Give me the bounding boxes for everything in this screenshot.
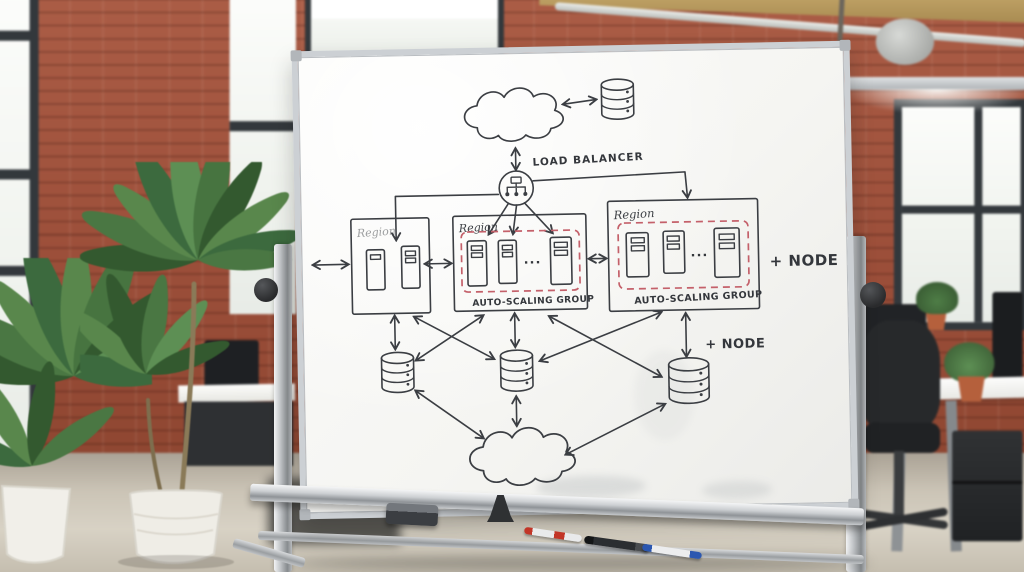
db-shard-1 [380,351,415,394]
window-right-mullion-v [974,107,983,323]
top-database [600,78,635,120]
window-far-left-bar3 [0,265,38,276]
region-1-label: Region [355,224,396,240]
storage-cloud [468,425,577,488]
window-left-strip-bar [229,121,296,132]
office-chair-post [893,450,904,522]
plant-left-pot [128,489,224,564]
server [365,248,386,291]
edge-region3-db3 [686,314,687,356]
pendant-light [845,76,1024,91]
plant-far-left-pot [0,484,72,564]
load-balancer-label: LOAD BALANCER [532,151,644,169]
office-chair-seat [863,422,941,453]
region-3-label: Region [612,206,655,222]
file-cabinet-drawer-line [952,480,1023,484]
server [713,227,741,279]
region-3: Region ··· AUTO-SCALIN [606,197,763,313]
load-balancer-icon [505,176,528,197]
autoscaling-label-3: AUTO-SCALING GROUP [634,289,763,307]
window-right-mullion-h [901,205,1021,214]
stand-knob-left[interactable] [254,278,278,302]
server [466,239,488,287]
whiteboard-eraser[interactable] [385,502,439,527]
monitor-right-side [992,292,1023,391]
autoscaling-label-2: AUTO-SCALING GROUP [472,295,594,309]
window-far-left-frame [29,0,39,465]
file-cabinet [952,430,1023,542]
internet-cloud [463,86,565,143]
pendant-light-glow [841,89,1024,116]
architecture-diagram: LOAD BALANCER Region [298,78,839,488]
load-balancer [498,170,535,206]
sill-plant-pot [925,310,947,331]
plant-far-left [0,258,152,564]
server [497,239,518,285]
server [549,236,573,286]
edge-region3-db2 [540,312,662,360]
db-shard-2 [499,349,534,392]
edge-lb-server1 [489,202,510,233]
stand-knob-right[interactable] [860,282,886,308]
duct-vent [875,18,935,65]
region-1: Region [350,217,432,316]
edge-region2-db2 [515,314,516,346]
desk-plant-pot [957,376,985,402]
edge-db3-cloud [565,404,665,454]
plant-left-large [80,162,300,569]
whiteboard[interactable]: LOAD BALANCER Region [290,39,860,521]
edge-db1-cloud [416,390,483,439]
server-ellipsis-2: ··· [524,256,542,271]
server [662,230,686,275]
autoscaling-group-2 [460,229,581,293]
edge-region1-db1 [395,316,396,348]
edge-db2-cloud [516,397,517,425]
edge-cloud-database [564,100,596,105]
edge-region2-db3 [550,314,661,378]
window-top-shade [310,0,498,19]
edge-region2-db1 [416,316,484,360]
node-annotation-2: + NODE [705,336,765,352]
edge-lb-server2 [513,204,518,233]
floor-shadow [290,556,870,570]
node-annotation-1: + NODE [770,251,839,270]
plant-trunk-1 [178,281,197,507]
window-far-left-bar2 [0,169,38,180]
edge-lb-region3 [532,171,687,200]
sill-plant-leaves [916,281,959,315]
db-shard-3 [667,357,711,405]
server-ellipsis-3: ··· [690,248,708,263]
desk-plant-leaves [944,342,995,383]
region-2: Region ··· AUTO-SCALIN [451,213,594,313]
server [625,231,650,278]
office-chair-back [859,320,941,431]
window-far-left-bar1 [0,30,38,41]
server [400,245,421,290]
edge-lb-server3 [523,202,553,233]
edge-lb-region1 [395,193,500,239]
edge-left-offboard [314,264,348,265]
